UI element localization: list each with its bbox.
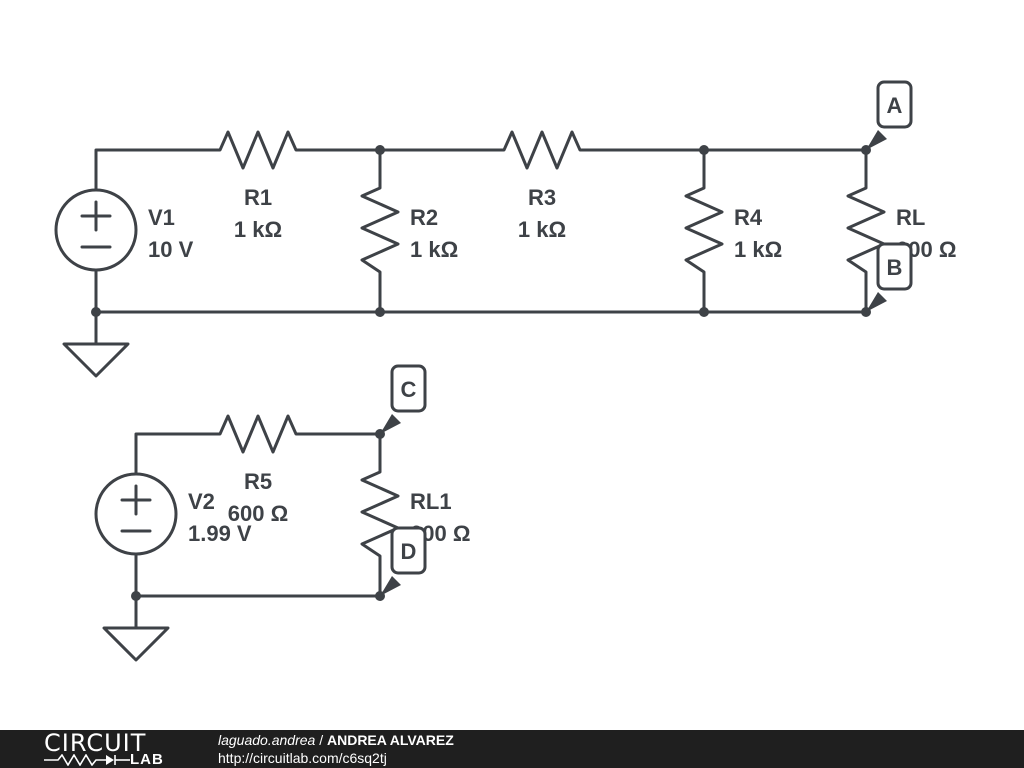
circuitlab-logo[interactable]: CIRCUIT LAB [44, 730, 174, 768]
rl-name: RL [896, 205, 925, 230]
logo-wordmark-top: CIRCUIT [44, 729, 147, 757]
resistor-r5[interactable] [210, 414, 306, 454]
resistor-rl[interactable] [846, 178, 886, 282]
flag-a-label: A [887, 93, 903, 118]
junction-nodes [91, 145, 871, 317]
ground-symbol [102, 626, 170, 662]
node-flag-c[interactable]: C [380, 364, 427, 434]
logo-resistor-icon [44, 754, 130, 766]
v2-name: V2 [188, 489, 215, 514]
author-name[interactable]: ANDREA ALVAREZ [326, 732, 454, 748]
flag-d-label: D [401, 539, 417, 564]
node-flag-d[interactable]: D [380, 526, 427, 596]
v1-value: 10 V [148, 237, 194, 262]
r1-name: R1 [244, 185, 272, 210]
voltage-source-v2[interactable] [94, 472, 178, 556]
r4-name: R4 [734, 205, 763, 230]
circuit2-wires [134, 432, 382, 630]
rl1-name: RL1 [410, 489, 452, 514]
v2-value: 1.99 V [188, 521, 252, 546]
node-flag-b[interactable]: B [866, 242, 913, 312]
resistor-r2[interactable] [360, 178, 400, 282]
footer-bar: CIRCUIT LAB laguado.andrea / ANDREA ALVA… [0, 730, 1024, 768]
r5-name: R5 [244, 469, 272, 494]
r5-value: 600 Ω [228, 501, 288, 526]
node-flag-a[interactable]: A [866, 80, 913, 150]
r2-value: 1 kΩ [410, 237, 458, 262]
circuit-url-link[interactable]: http://circuitlab.com/c6sq2tj [218, 750, 387, 766]
resistor-r1[interactable] [210, 130, 306, 170]
author-line: laguado.andrea / ANDREA ALVAREZ [218, 732, 454, 749]
resistor-rl1[interactable] [360, 462, 400, 566]
ground-symbol [62, 342, 130, 378]
r2-name: R2 [410, 205, 438, 230]
v1-name: V1 [148, 205, 175, 230]
r1-value: 1 kΩ [234, 217, 282, 242]
flag-b-label: B [887, 255, 903, 280]
r3-name: R3 [528, 185, 556, 210]
r3-value: 1 kΩ [518, 217, 566, 242]
schematic-canvas: V1 10 V R1 1 kΩ R2 1 kΩ R3 1 kΩ R4 1 kΩ … [54, 80, 956, 662]
r4-value: 1 kΩ [734, 237, 782, 262]
resistor-r3[interactable] [494, 130, 590, 170]
resistor-r4[interactable] [684, 178, 724, 282]
logo-wordmark-bottom: LAB [130, 751, 164, 768]
voltage-source-v1[interactable] [54, 188, 138, 272]
author-username[interactable]: laguado.andrea [218, 732, 316, 748]
flag-c-label: C [401, 377, 417, 402]
author-separator: / [315, 732, 327, 748]
